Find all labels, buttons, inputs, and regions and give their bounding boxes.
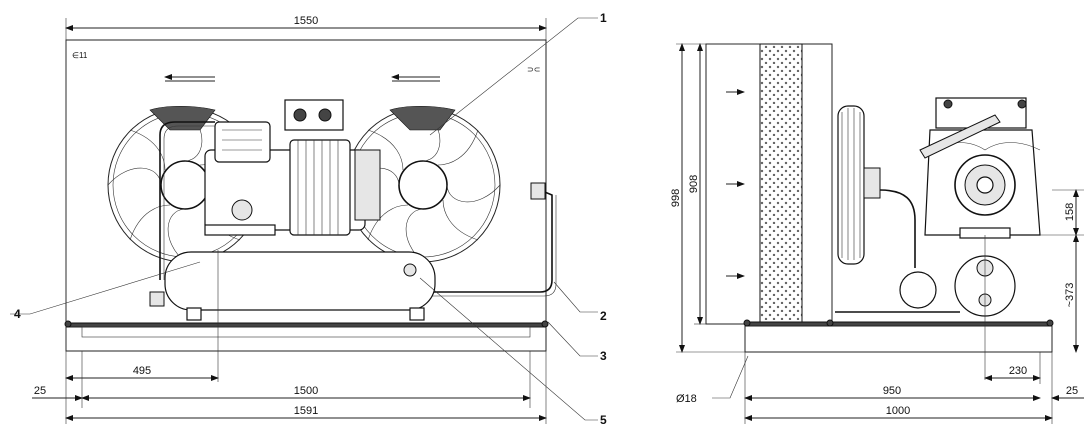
svg-text:3: 3: [600, 349, 607, 363]
side-coil-hatch: [759, 43, 803, 325]
svg-text:1: 1: [600, 11, 607, 25]
front-label-mark-right: ⊃⊂: [527, 65, 540, 74]
dim-998: 998: [670, 189, 682, 207]
callout-3: 3: [547, 321, 607, 363]
svg-text:2: 2: [600, 309, 607, 323]
svg-text:4: 4: [14, 307, 21, 321]
dim-1500: 1500: [294, 385, 318, 397]
pipe-discharge: [430, 189, 553, 293]
dim-158: 158: [1064, 203, 1076, 221]
pipe-bracket: [530, 182, 546, 200]
airflow-arrow-left: [164, 74, 215, 82]
side-handle: [919, 114, 1001, 159]
front-view: ∈11 ⊃⊂: [10, 11, 607, 427]
side-pipe: [879, 189, 916, 268]
dim-230: 230: [1009, 365, 1027, 377]
hole-leader: [712, 355, 749, 399]
compressor-side: [924, 97, 1041, 239]
dim-373: ~373: [1064, 283, 1076, 308]
side-view: 998 908 158 ~373 230 950 1000 25 Ø18: [670, 43, 1084, 424]
dim-25-right: 25: [1066, 385, 1078, 397]
front-label-mark: ∈11: [72, 51, 88, 60]
side-fan-motor: [837, 105, 881, 265]
fan-right: [345, 105, 501, 263]
dim-1591: 1591: [294, 405, 318, 417]
side-pipe-coil: [899, 271, 937, 309]
dim-495: 495: [133, 365, 151, 377]
dim-908: 908: [688, 175, 700, 193]
airflow-arrow-right: [391, 74, 440, 82]
pipe-suction: [159, 121, 215, 280]
svg-text:5: 5: [600, 413, 607, 427]
dim-950: 950: [883, 385, 901, 397]
dim-1550: 1550: [294, 15, 318, 27]
callout-1: 1: [429, 11, 607, 136]
side-base-frame: [743, 319, 1054, 353]
dim-hole-diameter: Ø18: [676, 393, 697, 405]
receiver-tank: [149, 251, 436, 321]
compressor-front: [204, 99, 381, 236]
callout-4: 4: [10, 261, 201, 321]
dim-1000: 1000: [886, 405, 910, 417]
callout-2: 2: [553, 281, 607, 323]
callout-5: 5: [419, 277, 607, 427]
dim-25-left: 25: [34, 385, 46, 397]
